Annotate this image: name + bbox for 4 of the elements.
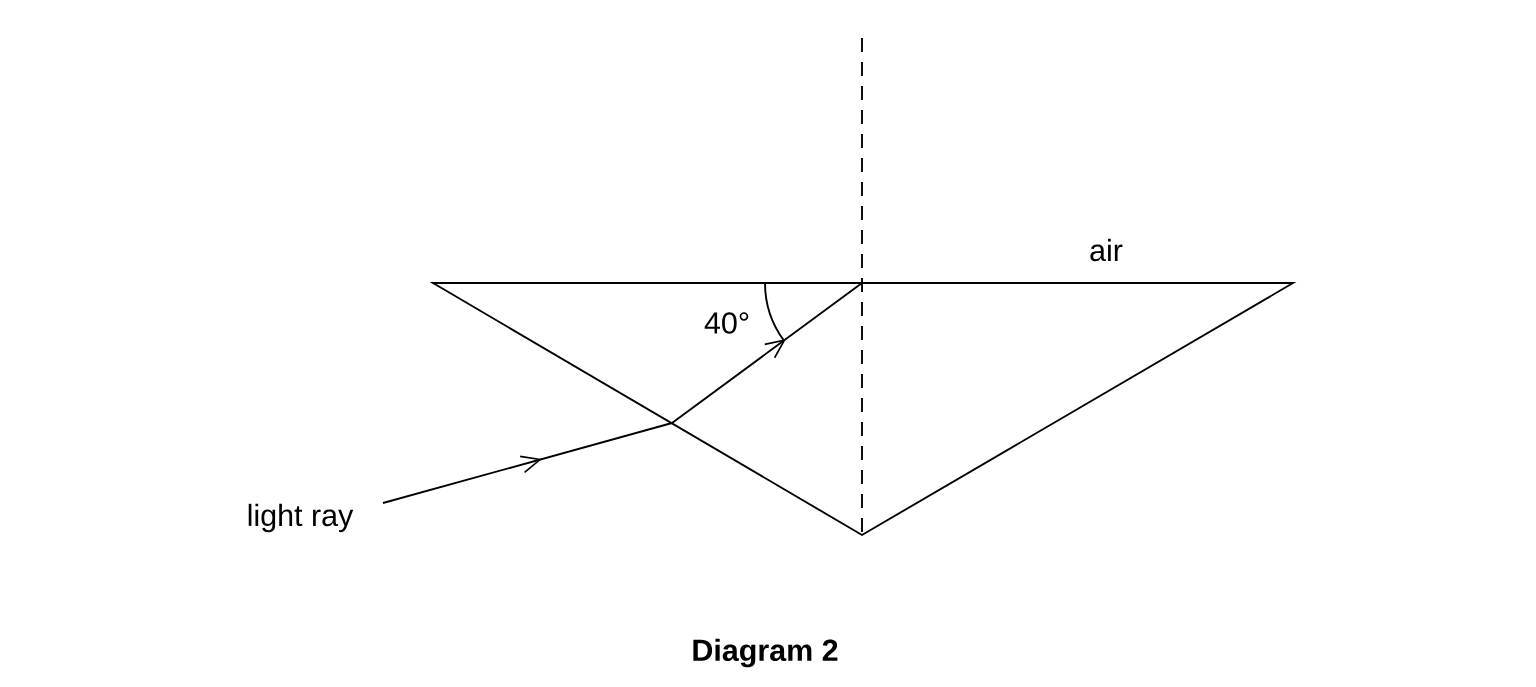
angle-label: 40° bbox=[704, 312, 749, 334]
medium-label: air bbox=[1090, 238, 1123, 262]
ray-label: light ray bbox=[248, 503, 354, 533]
caption: Diagram 2 bbox=[693, 638, 838, 668]
